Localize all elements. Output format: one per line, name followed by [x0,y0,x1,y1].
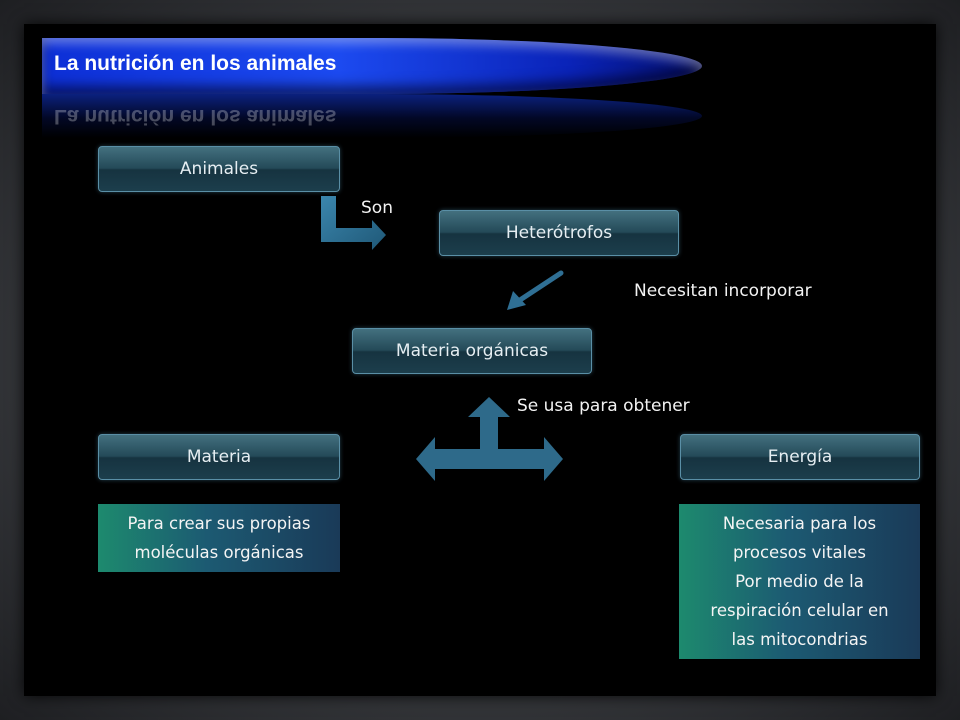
energia-description-line: las mitocondrias [731,630,868,649]
energia-description-line: respiración celular en [710,601,889,620]
node-materia-organicas: Materia orgánicas [352,328,592,374]
energia-description-line: procesos vitales [732,543,866,562]
node-animales: Animales [98,146,340,192]
materia-description-line: Para crear sus propias [127,514,311,533]
connector-se-usa-para-obtener: Se usa para obtener [517,396,690,416]
node-heterotrofos-label: Heterótrofos [505,223,613,243]
arrow-animales-to-heterotrofos [321,196,386,250]
node-materia-label: Materia [186,447,252,467]
title-banner-reflection [42,94,702,138]
energia-description: Necesaria para los procesos vitales Por … [679,504,920,659]
node-heterotrofos: Heterótrofos [439,210,679,256]
materia-description: Para crear sus propias moléculas orgánic… [98,504,340,572]
node-materia-organicas-label: Materia orgánicas [395,341,549,361]
node-energia: Energía [680,434,920,480]
energia-description-line: Necesaria para los [722,514,877,533]
arrow-three-way [416,397,563,481]
energia-description-line: Por medio de la [735,572,864,591]
materia-description-line: moléculas orgánicas [134,543,304,562]
node-animales-label: Animales [179,159,259,179]
title-banner [42,38,702,94]
node-materia: Materia [98,434,340,480]
node-energia-label: Energía [767,447,833,467]
connector-son: Son [361,198,393,218]
arrow-heterotrofos-to-materia-organicas [507,270,564,310]
slide-title: La nutrición en los animales [54,52,337,75]
connector-necesitan-incorporar: Necesitan incorporar [634,281,812,301]
